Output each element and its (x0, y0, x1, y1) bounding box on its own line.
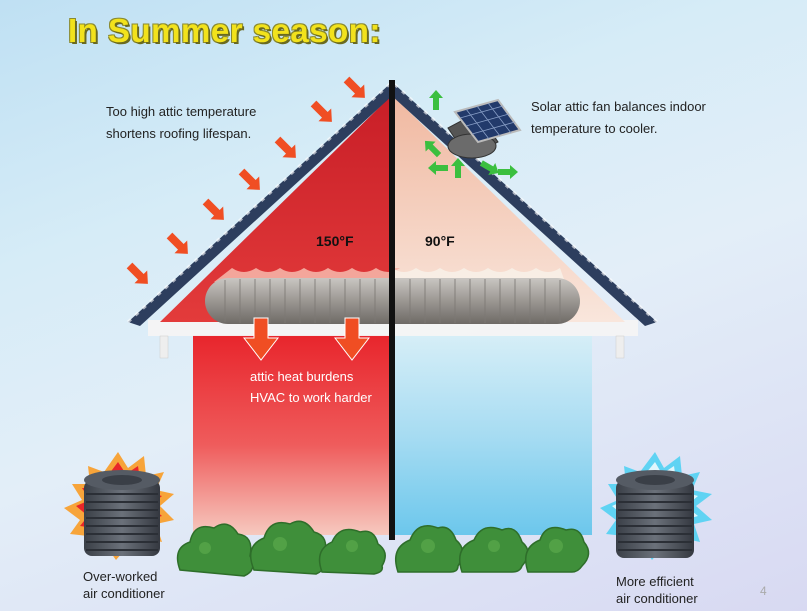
efficient-ac-label: More efficient air conditioner (616, 573, 698, 607)
heat-burden-line1: attic heat burdens (250, 369, 354, 384)
overworked-ac-label: Over-worked air conditioner (83, 568, 165, 602)
roof-lifespan-note: Too high attic temperature shortens roof… (106, 101, 256, 145)
overworked-ac-line1: Over-worked (83, 569, 158, 584)
heat-arrow-icon (343, 76, 365, 98)
heat-arrow-icon (333, 317, 371, 361)
bushes (176, 520, 590, 577)
overworked-ac-line2: air conditioner (83, 586, 165, 601)
airflow-arrow-icon (424, 140, 442, 158)
heat-arrow-icon (242, 317, 280, 361)
airflow-arrow-icon (498, 165, 518, 179)
hot-wall (193, 335, 391, 535)
roof-lifespan-note-line2: shortens roofing lifespan. (106, 126, 252, 141)
heat-arrow-icon (202, 198, 224, 220)
heat-arrow-icon (238, 168, 260, 190)
heat-burden-arrows (242, 317, 371, 361)
airflow-arrow-icon (451, 158, 465, 178)
airflow-arrow-icon (428, 161, 448, 175)
heat-arrow-icon (126, 262, 148, 284)
cool-wall (392, 335, 592, 535)
solar-fan-note: Solar attic fan balances indoor temperat… (531, 96, 706, 140)
heat-burden-note: attic heat burdens HVAC to work harder (250, 366, 372, 408)
heat-arrow-icon (274, 136, 296, 158)
heat-arrow-icon (310, 100, 332, 122)
airflow-arrow-icon (479, 160, 499, 176)
solar-fan-note-line1: Solar attic fan balances indoor (531, 99, 706, 114)
airflow-arrow-icon (429, 90, 443, 110)
page-number: 4 (760, 584, 767, 598)
hot-attic-temperature: 150°F (316, 233, 354, 249)
divider (389, 80, 395, 540)
roof-lifespan-note-line1: Too high attic temperature (106, 104, 257, 119)
air-conditioner-icon (64, 452, 174, 560)
heat-arrow-icon (166, 232, 188, 254)
efficient-ac-line2: air conditioner (616, 591, 698, 606)
hot-attic (160, 95, 392, 322)
heat-arrows (126, 76, 365, 284)
heat-burden-line2: HVAC to work harder (250, 390, 372, 405)
slide-title: In Summer season: (68, 12, 381, 49)
solar-fan-icon (447, 98, 522, 159)
airflow-arrows (424, 90, 518, 179)
efficient-ac-line1: More efficient (616, 574, 694, 589)
solar-fan-note-line2: temperature to cooler. (531, 121, 658, 136)
cool-attic-temperature: 90°F (425, 233, 455, 249)
air-conditioner-icon (600, 452, 712, 560)
